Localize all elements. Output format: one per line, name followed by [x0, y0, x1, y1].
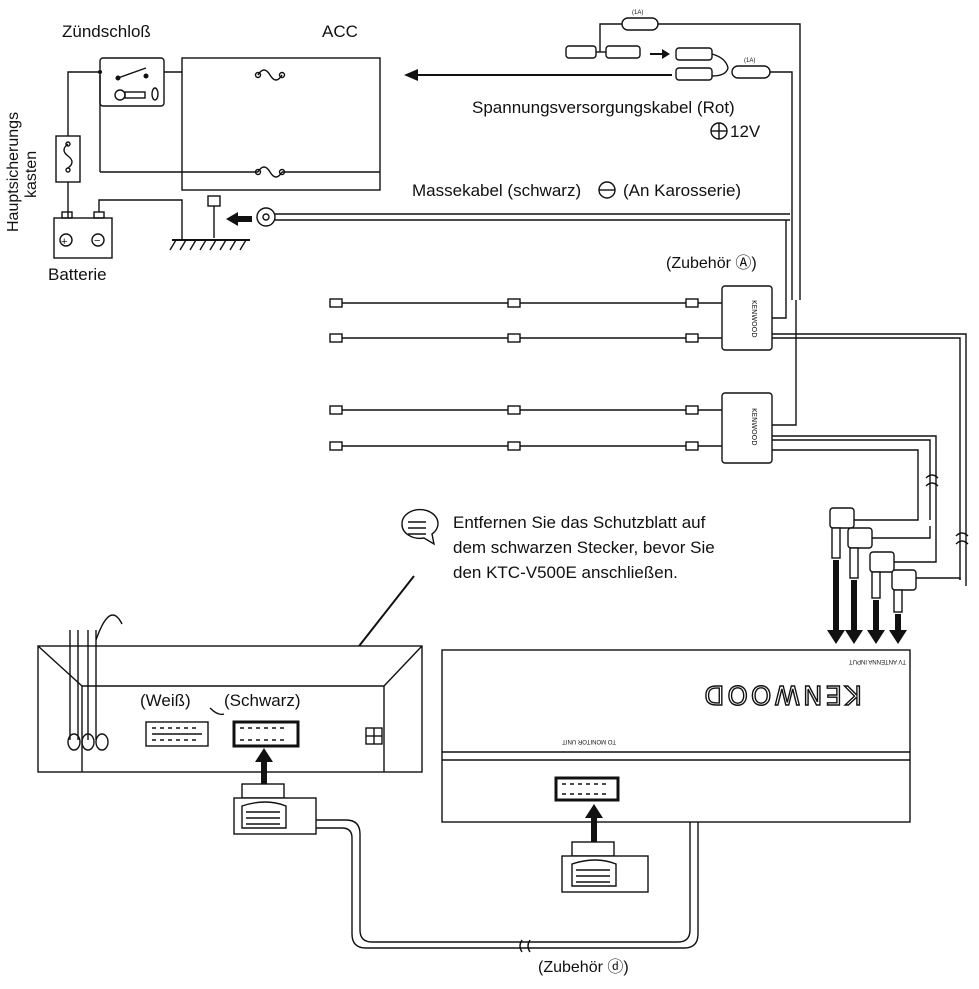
cable-module-2: KENWOOD	[721, 392, 773, 464]
rca-lead-4	[329, 441, 722, 451]
note-line-2: dem schwarzen Stecker, bevor Sie	[453, 538, 715, 557]
screw-icon	[207, 195, 221, 238]
ignition-label: Zündschloß	[62, 22, 151, 41]
ring-terminal	[256, 207, 276, 227]
power-voltage-label: 12V	[730, 122, 761, 141]
l-plug-1	[829, 488, 919, 559]
main-fuse-box	[55, 135, 81, 183]
fuse-icon	[254, 69, 286, 81]
arrow-icon	[827, 560, 907, 644]
l-plug-3	[869, 526, 937, 599]
svg-text:+: +	[61, 236, 67, 248]
battery-icon: + −	[53, 211, 113, 259]
l-plug-2	[847, 526, 931, 579]
fuse-holder: (1A)	[621, 10, 659, 31]
note-speech-icon	[401, 508, 439, 546]
cable-module-1: KENWOOD	[721, 285, 773, 351]
power-cable-label: Spannungsversorgungskabel (Rot)	[472, 98, 735, 117]
arrow-icon	[650, 49, 670, 59]
acc-label: ACC	[322, 22, 358, 41]
module-brand: KENWOOD	[750, 408, 758, 446]
rca-lead-2	[329, 333, 722, 343]
white-connector-label: (Weiß)	[140, 691, 191, 710]
fuse-box-label-2: kasten	[23, 151, 40, 198]
plug-d-right	[561, 841, 649, 893]
svg-text:−: −	[94, 235, 100, 247]
ignition-switch	[99, 57, 165, 107]
fuse-rating-mid: (1A)	[744, 58, 755, 64]
battery-label: Batterie	[48, 265, 107, 284]
plug-d-left	[233, 783, 317, 835]
ground-note-label: (An Karosserie)	[623, 181, 741, 200]
brand-logo: KENWOOD	[701, 679, 862, 709]
black-connector-label: (Schwarz)	[224, 691, 301, 710]
acc-box	[181, 57, 381, 191]
ground-symbol-icon	[169, 239, 250, 251]
bullet-connector	[675, 47, 713, 81]
to-monitor-unit-label: TO MONITOR UNIT	[562, 738, 616, 744]
module-brand: KENWOOD	[750, 300, 758, 338]
note-line-1: Entfernen Sie das Schutzblatt auf	[453, 513, 706, 532]
l-plug-4	[891, 569, 961, 613]
fuse-box-label-1: Hauptsicherungs	[5, 112, 22, 232]
key-icon	[114, 87, 159, 101]
accessory-d-label: (Zubehör ⓓ)	[538, 958, 629, 976]
note-line-3: den KTC-V500E anschließen.	[453, 563, 678, 582]
plus-icon	[710, 122, 728, 140]
fuse-rating-top: (1A)	[632, 10, 643, 16]
arrow-icon	[226, 212, 252, 226]
accessory-a-label: (Zubehör Ⓐ)	[666, 254, 757, 272]
monitor-unit	[37, 614, 423, 773]
fuse-icon	[63, 141, 73, 173]
rca-lead-3	[329, 405, 722, 415]
rca-lead-1	[329, 298, 722, 308]
ground-cable-label: Massekabel (schwarz)	[412, 181, 581, 200]
fuse-holder: (1A)	[731, 58, 771, 79]
arrow-icon	[404, 69, 672, 81]
bullet-connector	[565, 45, 641, 59]
tv-antenna-input-label: TV ANTENNA INPUT	[849, 658, 906, 664]
minus-icon	[598, 181, 616, 199]
tv-receiver-unit: TV ANTENNA INPUT TO MONITOR UNIT KENWOOD	[441, 649, 911, 823]
